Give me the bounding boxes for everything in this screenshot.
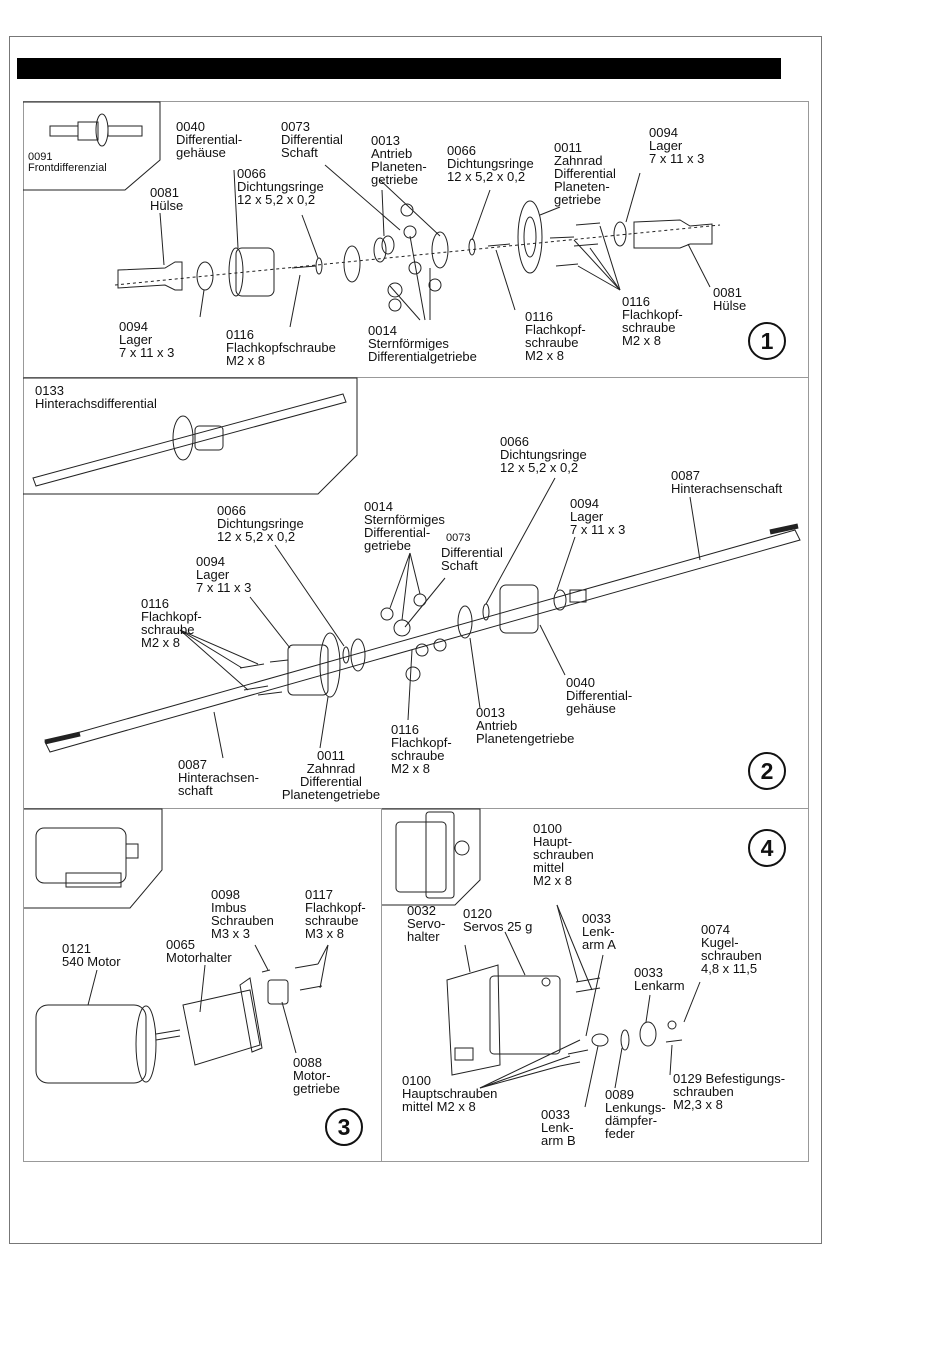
label-0033-steering-arm-b: 0033 Lenk- arm B <box>541 1107 576 1148</box>
label-0098-hex-screws: 0098 Imbus Schrauben M3 x 3 <box>211 887 274 941</box>
label-0033-steering-arm: 0033 Lenkarm <box>634 965 685 993</box>
label-0073-number: 0073 <box>446 532 471 544</box>
label-0081-sleeve-b: 0081 Hülse <box>713 285 747 313</box>
step-badge-3: 3 <box>325 1108 363 1146</box>
panel-4-steering <box>381 808 809 1162</box>
label-0066-sealing-rings-b: 0066 Dichtungsringe 12 x 5,2 x 0,2 <box>237 166 324 207</box>
label-0066-sealing-rings-d: 0066 Dichtungsringe 12 x 5,2 x 0,2 <box>217 503 304 544</box>
label-0011-gear-b: 0011 Zahnrad Differential Planetengetrie… <box>281 748 381 802</box>
label-0040-differential-housing: 0040 Differential- gehäuse <box>176 119 243 160</box>
label-0011-gear: 0011 Zahnrad Differential Planeten- getr… <box>554 140 616 207</box>
label-0073-differential-shaft-b: Differential Schaft <box>441 545 503 573</box>
step-badge-1: 1 <box>748 322 786 360</box>
label-0116-flat-head-screw-c: 0116 Flachkopf- schraube M2 x 8 <box>622 294 683 348</box>
label-0091-front-differential: 0091 Frontdifferenzial <box>28 151 107 174</box>
label-0013-planetary-drive-b: 0013 Antrieb Planetengetriebe <box>476 705 575 746</box>
label-0116-flat-head-screw-e: 0116 Flachkopf- schraube M2 x 8 <box>391 722 452 776</box>
panel-1-front-differential <box>23 101 809 378</box>
label-0040-differential-housing-b: 0040 Differential- gehäuse <box>566 675 633 716</box>
label-0116-flat-head-screw-a: 0116 Flachkopfschraube M2 x 8 <box>226 327 336 368</box>
header-bar <box>17 58 781 79</box>
panel-2-rear-differential <box>23 377 809 809</box>
label-0088-motor-gear: 0088 Motor- getriebe <box>293 1055 340 1096</box>
label-0073-differential-shaft: 0073 Differential Schaft <box>281 119 343 160</box>
label-0116-flat-head-screw-d: 0116 Flachkopf- schraube M2 x 8 <box>141 596 202 650</box>
label-0129-mounting-screws: 0129 Befestigungs- schrauben M2,3 x 8 <box>673 1071 786 1112</box>
label-0117-flat-head-screw: 0117 Flachkopf- schraube M3 x 8 <box>305 887 366 941</box>
label-0066-sealing-rings-c: 0066 Dichtungsringe 12 x 5,2 x 0,2 <box>500 434 587 475</box>
step-badge-2: 2 <box>748 752 786 790</box>
label-0116-flat-head-screw-b: 0116 Flachkopf- schraube M2 x 8 <box>525 309 586 363</box>
label-0089-steering-damper-spring: 0089 Lenkungs- dämpfer- feder <box>605 1087 666 1141</box>
label-0094-bearing-d: 0094 Lager 7 x 11 x 3 <box>196 554 252 595</box>
label-0074-ball-screws: 0074 Kugel- schrauben 4,8 x 11,5 <box>701 922 762 976</box>
label-0100-main-screws-b: 0100 Hauptschrauben mittel M2 x 8 <box>402 1073 498 1114</box>
label-0094-bearing-a: 0094 Lager 7 x 11 x 3 <box>649 125 705 166</box>
label-0033-steering-arm-a: 0033 Lenk- arm A <box>582 911 616 952</box>
label-0014-star-differential-gear-b: 0014 Sternförmiges Differential- getrieb… <box>364 499 445 553</box>
label-0120-servos-25g: 0120 Servos 25 g <box>463 906 533 934</box>
label-0087-rear-axle-shaft-b: 0087 Hinterachsen- schaft <box>178 757 259 798</box>
label-0094-bearing-b: 0094 Lager 7 x 11 x 3 <box>119 319 175 360</box>
label-0121-540-motor: 0121 540 Motor <box>62 941 121 969</box>
label-0014-star-differential-gear: 0014 Sternförmiges Differentialgetriebe <box>368 323 477 364</box>
label-0133-rear-differential: 0133 Hinterachsdifferential <box>35 383 157 411</box>
label-0100-main-screws-a: 0100 Haupt- schrauben mittel M2 x 8 <box>533 821 594 888</box>
label-0032-servo-holder: 0032 Servo- halter <box>407 903 446 944</box>
step-badge-4: 4 <box>748 829 786 867</box>
label-0094-bearing-c: 0094 Lager 7 x 11 x 3 <box>570 496 626 537</box>
label-0065-motor-holder: 0065 Motorhalter <box>166 937 232 965</box>
label-0087-rear-axle-shaft-a: 0087 Hinterachsenschaft <box>671 468 783 496</box>
label-0081-sleeve-a: 0081 Hülse <box>150 185 184 213</box>
label-0066-sealing-rings-a: 0066 Dichtungsringe 12 x 5,2 x 0,2 <box>447 143 534 184</box>
label-0013-planetary-drive: 0013 Antrieb Planeten- getriebe <box>371 133 427 187</box>
